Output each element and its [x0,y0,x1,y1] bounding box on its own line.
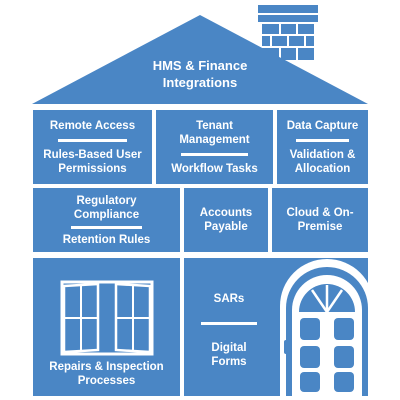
label-sars: SARs [213,293,245,305]
divider [296,138,349,142]
roof-title-line1: HMS & Finance [152,58,248,73]
label-workflow-tasks: Workflow Tasks [171,162,258,175]
divider [57,138,127,142]
label-rules-based-permissions: Rules-Based User Permissions [43,148,142,175]
label-repairs-inspection: Repairs & Inspection Processes [49,361,164,387]
divider [201,322,257,325]
roof-shape [32,15,368,104]
block-remote-access: Remote Access Rules-Based User Permissio… [33,110,152,184]
sars-column: SARs Digital Forms [184,258,274,369]
roof-title: HMS & Finance Integrations [100,57,300,91]
label-tenant-management: Tenant Management [179,119,250,146]
block-tenant-management: Tenant Management Workflow Tasks [156,110,273,184]
block-regulatory-compliance: Regulatory Compliance Retention Rules [33,188,180,252]
label-retention-rules: Retention Rules [62,233,151,246]
label-regulatory-compliance: Regulatory Compliance [73,194,140,221]
block-accounts-payable: Accounts Payable [184,188,268,252]
block-data-capture: Data Capture Validation & Allocation [277,110,368,184]
label-remote-access: Remote Access [49,119,136,132]
divider [180,152,249,156]
block-repairs-inspection: Repairs & Inspection Processes [33,258,180,396]
chimney-icon [258,5,318,60]
block-sars-forms: SARs Digital Forms [184,258,368,396]
label-digital-forms: Digital Forms [211,342,247,368]
roof-title-line2: Integrations [162,75,238,90]
label-cloud-on-premise: Cloud & On-Premise [286,207,354,233]
label-accounts-payable: Accounts Payable [199,207,253,233]
label-data-capture: Data Capture [286,119,359,132]
divider [71,225,142,229]
label-validation-allocation: Validation & Allocation [289,148,356,175]
block-cloud-on-premise: Cloud & On-Premise [272,188,368,252]
